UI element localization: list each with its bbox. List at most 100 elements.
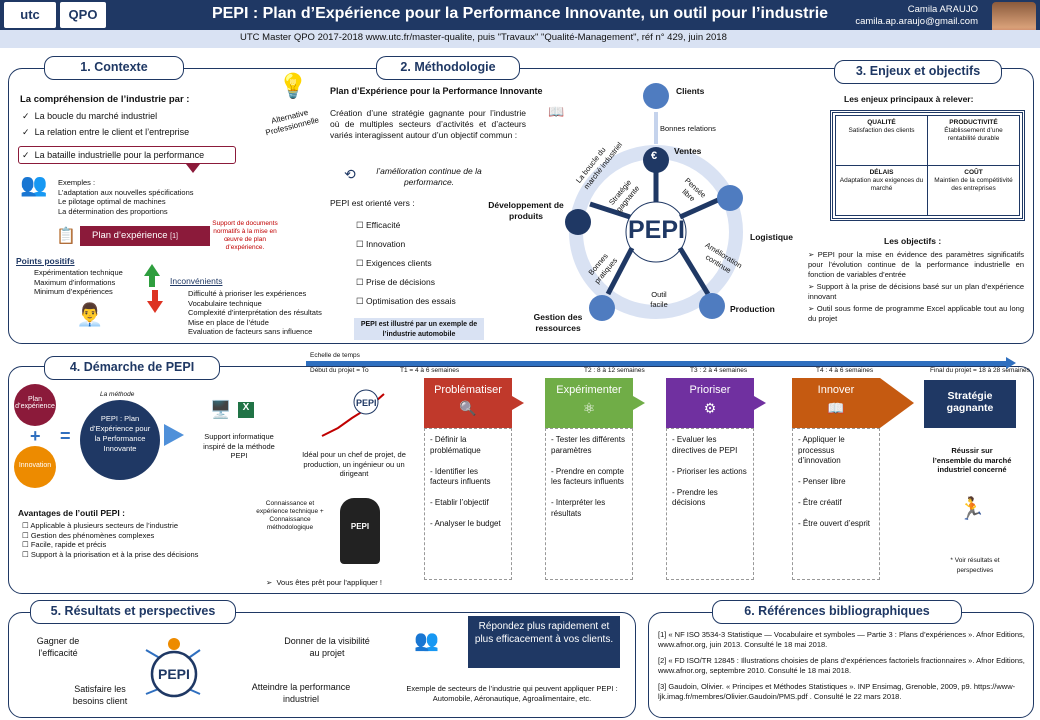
final-text: Réussir sur l’ensemble du marché industr… bbox=[932, 446, 1012, 474]
obj-item: Outil sous forme de programme Excel appl… bbox=[808, 304, 1024, 323]
step-arrow-icon bbox=[633, 396, 645, 410]
timeline-t3: T3 : 2 à 4 semaines bbox=[690, 367, 748, 374]
down-arrow-stem bbox=[152, 290, 158, 302]
enjeu-title: QUALITÉ bbox=[867, 119, 896, 126]
computer-icon: 🖥️ bbox=[210, 400, 232, 419]
team-icon: 👨‍💼 bbox=[76, 302, 104, 327]
up-arrow-stem bbox=[149, 275, 155, 287]
gears-icon: ⚙ bbox=[703, 400, 717, 416]
adv-title: Avantages de l’outil PEPI : bbox=[18, 508, 125, 518]
adv-item: Support à la priorisation et à la prise … bbox=[30, 549, 199, 559]
res-item: Satisfaire les besoins client bbox=[72, 684, 128, 706]
excel-icon: X bbox=[238, 402, 254, 418]
equals-icon: = bbox=[60, 426, 71, 446]
s2-intro: Création d’une stratégie gagnante pour l… bbox=[330, 108, 526, 140]
right-arrow-icon bbox=[164, 424, 184, 446]
timeline-start: Début du projet = To bbox=[310, 367, 369, 374]
enjeu-desc: Satisfaction des clients bbox=[848, 127, 915, 134]
step-innover: Innover 📖 - Appliquer le processus d’inno… bbox=[792, 378, 880, 580]
s2-list-item: Optimisation des essais bbox=[366, 296, 456, 306]
page-title: PEPI : Plan d’Expérience pour la Perform… bbox=[211, 5, 829, 22]
pos-list: Expérimentation technique Maximum d’info… bbox=[34, 268, 123, 297]
node-dev: Développement de produits bbox=[488, 200, 564, 221]
pepi-method-circle: PEPI : Plan d’Expérience pour la Perform… bbox=[80, 400, 160, 480]
cycle-arrow-icon: ⟲ bbox=[344, 166, 356, 182]
atom-icon: ⚛ bbox=[582, 400, 596, 416]
final-box: Stratégie gagnante bbox=[924, 380, 1016, 428]
node-clients: Clients bbox=[676, 86, 705, 96]
book-icon: 📖 bbox=[548, 104, 565, 119]
s1-heading: La compréhension de l’industrie par : bbox=[20, 94, 190, 105]
s1-list: ✓ La boucle du marché industriel ✓ La re… bbox=[22, 108, 189, 140]
checkbox-icon: ☐ bbox=[356, 277, 364, 287]
step-name: Expérimenter bbox=[556, 384, 622, 396]
neg-item: Difficulté à prioriser les expériences bbox=[188, 289, 307, 298]
s1-item: La bataille industrielle pour la perform… bbox=[34, 150, 205, 160]
example-item: L’adaptation aux nouvelles spécification… bbox=[58, 187, 194, 197]
examples-title: Exemples : bbox=[58, 178, 96, 187]
timeline-arrow-icon bbox=[1006, 357, 1016, 369]
step-item: - Analyser le budget bbox=[430, 519, 501, 528]
qpo-logo: QPO bbox=[60, 2, 106, 28]
checkbox-icon: ☐ bbox=[22, 540, 29, 549]
section2-title: 2. Méthodologie bbox=[376, 56, 520, 80]
obj-list: ➢ PEPI pour la mise en évidence des para… bbox=[808, 250, 1024, 324]
checkbox-icon: ☐ bbox=[22, 521, 29, 530]
results-diagram bbox=[145, 638, 201, 698]
step-arrow-icon bbox=[754, 396, 766, 410]
arrow-bullet-icon: ➢ bbox=[808, 304, 815, 313]
enjeu-title: PRODUCTIVITÉ bbox=[949, 119, 998, 126]
checkbox-icon: ☐ bbox=[356, 220, 364, 230]
arrow-line bbox=[678, 197, 720, 220]
ideal-label: Idéal pour un chef de projet, de product… bbox=[302, 450, 406, 478]
step-item: - Appliquer le processus d’innovation bbox=[798, 435, 845, 465]
step-box: - Evaluer les directives de PEPI- Priori… bbox=[666, 428, 754, 580]
pepi-center: PEPI bbox=[628, 216, 685, 244]
pepi-cycle-diagram bbox=[565, 83, 743, 321]
step-header: Innover 📖 bbox=[792, 378, 880, 428]
plan-experience-banner: Plan d’expérience [1] bbox=[80, 226, 210, 246]
step-item: - Interpréter les résultats bbox=[551, 498, 606, 518]
checkbox-icon: ☐ bbox=[22, 549, 29, 559]
example-item: Le pilotage optimal de machines bbox=[58, 197, 166, 206]
timeline-t2: T2 : 8 à 12 semaines bbox=[584, 367, 645, 374]
sectors-label: Exemple de secteurs de l’industrie qui p… bbox=[406, 684, 618, 703]
callout-box: Répondez plus rapidement et plus efficac… bbox=[468, 616, 620, 668]
s2-goal: l’amélioration continue de la performanc… bbox=[376, 166, 482, 187]
section1-title: 1. Contexte bbox=[44, 56, 184, 80]
neg-item: Vocabulaire technique bbox=[188, 298, 262, 308]
ventes-node bbox=[643, 147, 669, 173]
production-node bbox=[699, 293, 725, 319]
timeline-t4: T4 : 4 à 6 semaines bbox=[816, 367, 874, 374]
step-header: Prioriser⚙ bbox=[666, 378, 754, 428]
ready-label: ➢ Vous êtes prêt pour l’appliquer ! bbox=[266, 578, 382, 588]
timeline-end: Final du projet = 18 à 28 semaines bbox=[930, 367, 1030, 374]
innov-circle: Innovation bbox=[14, 446, 56, 488]
arrow-line bbox=[677, 246, 711, 296]
subtitle-bar bbox=[0, 30, 1040, 48]
down-arrow-red-icon bbox=[147, 301, 163, 313]
book-open-icon: 📖 bbox=[827, 400, 845, 416]
enjeu-title: DÉLAIS bbox=[869, 169, 894, 176]
arrow-bullet-icon: ➢ bbox=[808, 250, 815, 259]
enjeu-desc: Établissement d’une rentabilité durable bbox=[944, 127, 1003, 142]
s2-list-item: Innovation bbox=[366, 239, 406, 249]
section6-title: 6. Références bibliographiques bbox=[712, 600, 962, 624]
ready-text: Vous êtes prêt pour l’appliquer ! bbox=[276, 578, 382, 587]
author-email[interactable]: camila.ap.araujo@gmail.com bbox=[855, 16, 978, 27]
timeline-t1: T1 = 4 à 6 semaines bbox=[400, 367, 460, 374]
node-log: Logistique bbox=[750, 232, 793, 242]
euro-icon: € bbox=[651, 150, 658, 162]
neg-item: Complexité d’interprétation des résultat… bbox=[188, 308, 322, 317]
methode-label: La méthode bbox=[100, 391, 135, 398]
ref-item: [2] « FD ISO/TR 12845 : Illustrations ch… bbox=[658, 656, 1025, 675]
support-note: Support de documents normatifs à la mise… bbox=[212, 220, 278, 251]
step-name: Innover bbox=[817, 384, 855, 396]
adv-item: Applicable à plusieurs secteurs de l’ind… bbox=[30, 521, 178, 530]
timescale-label: Echelle de temps bbox=[310, 352, 360, 359]
label-outil: Outil facile bbox=[650, 290, 668, 309]
label-relations: Bonnes relations bbox=[660, 124, 716, 133]
